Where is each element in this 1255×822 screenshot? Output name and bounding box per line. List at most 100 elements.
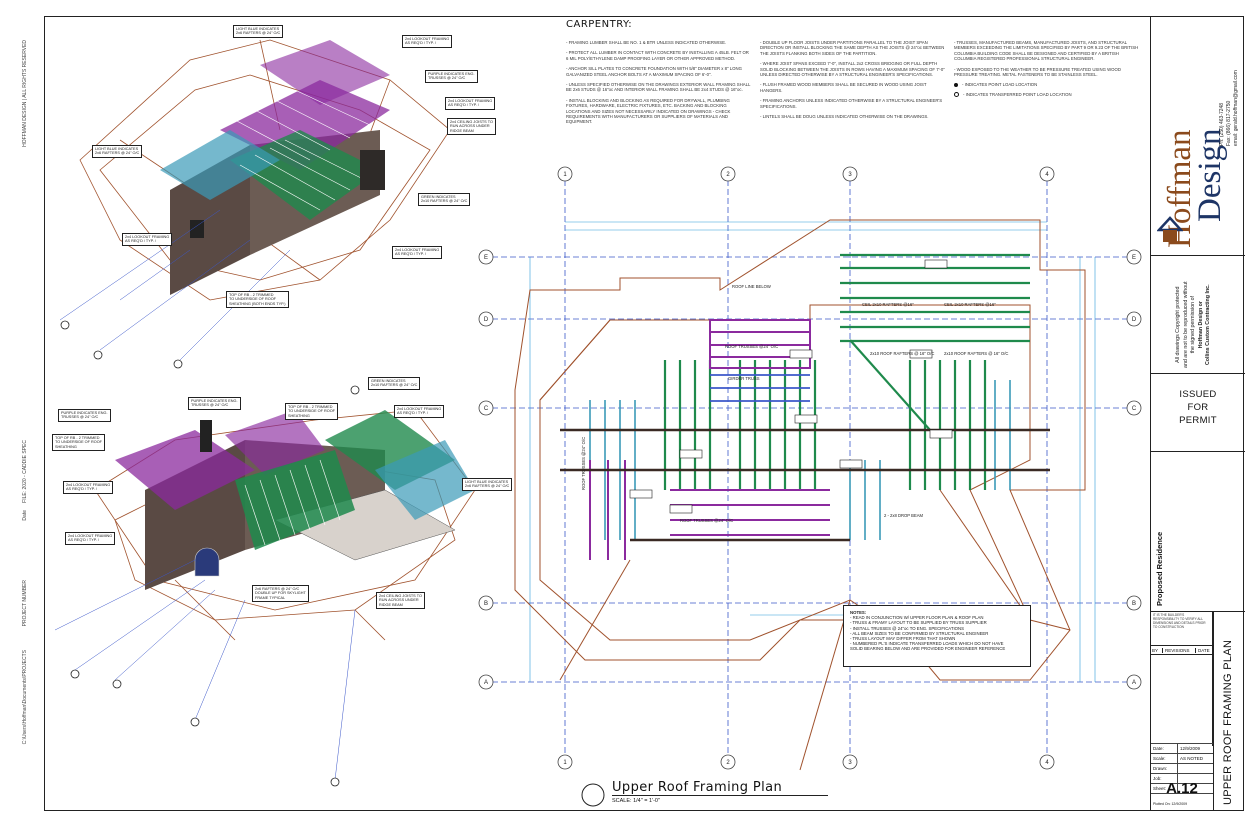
note: - READ IN CONJUNCTION W/ UPPER FLOOR PLA… <box>850 615 984 621</box>
note: - TRUSS LAYOUT MAY DIFFER FROM THAT SHOW… <box>850 636 956 642</box>
contact-line: Ph: (250) 463-7248 <box>1219 102 1225 146</box>
carpentry-notes: CARPENTRY: - FRAMING LUMBER SHALL BE NO.… <box>562 19 1147 162</box>
field-key: Sheet: <box>1151 784 1178 793</box>
issued-line: ISSUED <box>1179 389 1217 400</box>
sheet-border <box>44 16 1244 811</box>
plan-label: 2x10 ROOF RAFTERS @ 16" O/C <box>944 351 1008 356</box>
note: - INSTALL TRUSSES @ 24"oc TO ENG. SPECIF… <box>850 625 964 631</box>
note: - FRAMING LUMBER SHALL BE NO. 1 & BTR UN… <box>566 40 727 45</box>
contact-info: Ph: (250) 463-7248 Fax: (866) 817-2750 e… <box>1219 70 1240 146</box>
title-block: Hoffman Design Ph: (250) 463-7248 Fax: (… <box>1150 16 1245 811</box>
field-key: Job: <box>1151 774 1178 783</box>
iso-bottom-callout-6: TOP OF RB - 2 TRIMMED TO UNDERSIDE OF RO… <box>52 434 105 452</box>
iso-top-callout-2: 2x4 LOOKOUT FRAMING AS REQ'D / TYP. / <box>402 35 453 48</box>
margin-note-path: C:\Users\Hoffman\Documents\PROJECTS <box>22 650 28 745</box>
iso-bottom-callout-4: 2x4 LOOKOUT FRAMING AS REQ'D / TYP. / <box>394 405 445 418</box>
iso-bottom-callout-5: PURPLE INDICATES ENG. TRUSSES @ 24" O/C <box>58 409 111 422</box>
sheet-title-area: UPPER ROOF FRAMING PLAN <box>1213 612 1245 811</box>
grid-col-label: 4 <box>1045 760 1049 766</box>
disclaimer: IT IS THE BUILDER'S RESPONSIBILITY TO VE… <box>1151 612 1213 646</box>
note: - WHERE JOIST SPANS EXCEED 7'-0", INSTAL… <box>760 61 945 78</box>
field-value: 12/9/2009 <box>1180 746 1201 751</box>
carpentry-col-3: - TRUSSES, MANUFACTURED BEAMS, MANUFACTU… <box>954 40 1139 101</box>
field-key: Drawn: <box>1151 764 1178 773</box>
plan-notes: NOTES: - READ IN CONJUNCTION W/ UPPER FL… <box>843 605 1031 667</box>
plotted-on: Plotted On: 12/9/2009 <box>1153 802 1188 806</box>
field-value: AS NOTED <box>1180 756 1204 761</box>
carpentry-col-1: - FRAMING LUMBER SHALL BE NO. 1 & BTR UN… <box>566 40 751 130</box>
framing-plan: 1 2 3 4 1 2 3 4 E D C B A E D C B A <box>478 166 1142 771</box>
grid-row-label: B <box>1132 601 1136 607</box>
contact-line: Fax: (866) 817-2750 <box>1226 100 1232 146</box>
grid-row-label: D <box>484 317 489 323</box>
project-name: Proposed Residence <box>1155 531 1164 606</box>
legend-label: - INDICATES TRANSFERRED POINT LOAD LOCAT… <box>963 91 1072 97</box>
field-key: Scale: <box>1151 754 1178 763</box>
plan-scale: SCALE: 1/4" = 1'-0" <box>612 798 660 804</box>
grid-row-label: A <box>1132 680 1136 686</box>
note: SOLID BEARING BELOW AND ARE PROVIDED FOR… <box>850 646 1006 652</box>
copyright-line: Hoffman Design or <box>1197 301 1204 349</box>
plan-label: GIRDER TRUSS <box>728 376 760 381</box>
copyright-line: and are not to be reproduced without <box>1182 281 1189 368</box>
iso-top-callout-4: 2x4 LOOKOUT FRAMING AS REQ'D / TYP. / <box>445 97 496 110</box>
project-area: Proposed Residence <box>1151 452 1245 612</box>
iso-top-callout-6: LIGHT BLUE INDICATES 2x6 RAFTERS @ 24" O… <box>92 145 143 158</box>
plan-label: ROOF TRUSSES @24" O/C <box>680 518 733 523</box>
drawing-title: Upper Roof Framing Plan SCALE: 1/4" = 1'… <box>578 780 838 810</box>
copyright-line: Collins Custom Contracting Inc. <box>1205 284 1211 366</box>
transferred-load-icon <box>954 92 959 98</box>
legend-transferred-load: - INDICATES TRANSFERRED POINT LOAD LOCAT… <box>954 91 1139 98</box>
margin-note-date: Date <box>22 510 28 521</box>
plan-label: 2 - 2x8 DROP BEAM <box>884 513 924 518</box>
copyright-area: All drawings Copyright protected and are… <box>1151 256 1245 374</box>
grid-row-label: E <box>1132 255 1136 261</box>
margin-note-project: PROJECT NUMBER <box>22 580 28 627</box>
note: - PROTECT ALL LUMBER IN CONTACT WITH CON… <box>566 50 749 61</box>
rev-col-revisions: REVISIONS <box>1163 647 1196 653</box>
title-bubble-icon <box>581 783 605 807</box>
margin-note-top: HOFFMAN DESIGN | ALL RIGHTS RESERVED <box>22 40 28 147</box>
iso-bottom-callout-11: 2x4 CEILING JOISTS TO RUN ACROSS UNDER R… <box>376 592 425 610</box>
iso-bottom-callout-1: GREEN INDICATES 2x10 RAFTERS @ 24" O/C <box>368 377 421 390</box>
plan-label: CEIL 2x10 RAFTERS @16" <box>944 302 996 307</box>
note: - DOUBLE UP FLOOR JOISTS UNDER PARTITION… <box>760 40 945 56</box>
rev-col-date: DATE <box>1198 647 1210 653</box>
legend-label: - INDICATES POINT LOAD LOCATION <box>962 82 1038 88</box>
note: - INSTALL BLOCKING AND BLOCKING AS REQUI… <box>566 97 731 125</box>
iso-bottom-callout-7: LIGHT BLUE INDICATES 2x6 RAFTERS @ 24" O… <box>462 478 513 491</box>
brand-area: Hoffman Design Ph: (250) 463-7248 Fax: (… <box>1151 16 1245 256</box>
point-load-icon <box>954 83 958 88</box>
sheet-number-area: A.12 Plotted On: 12/9/2009 <box>1151 780 1213 808</box>
grid-row-label: E <box>484 255 488 261</box>
legend-point-load: - INDICATES POINT LOAD LOCATION <box>954 82 1139 87</box>
note: - ALL BEAM SIZES TO BE CONFIRMED BY STRU… <box>850 630 989 636</box>
issued-for-permit: ISSUED FOR PERMIT <box>1151 374 1245 452</box>
iso-bottom-callout-3: TOP OF RB - 2 TRIMMED TO UNDERSIDE OF RO… <box>285 403 338 421</box>
plan-label: ROOF TRUSSES @24" O/C <box>581 437 586 490</box>
note: - ANCHOR SILL PLATES TO CONCRETE FOUNDAT… <box>566 66 742 77</box>
plan-label: CEIL 2x10 RAFTERS @16" <box>862 302 914 307</box>
note: - TRUSSES, MANUFACTURED BEAMS, MANUFACTU… <box>954 40 1139 62</box>
grid-row-label: C <box>1132 406 1137 412</box>
iso-top-callout-3: PURPLE INDICATES ENG. TRUSSES @ 24" O/C <box>425 70 478 83</box>
carpentry-col-2: - DOUBLE UP FLOOR JOISTS UNDER PARTITION… <box>760 40 945 124</box>
sheet-title: UPPER ROOF FRAMING PLAN <box>1222 639 1234 805</box>
copyright-line: the signed permission of <box>1190 296 1196 354</box>
iso-bottom-callout-2: PURPLE INDICATES ENG. TRUSSES @ 24" O/C <box>188 397 241 410</box>
iso-view-bottom <box>55 385 476 787</box>
margin-note-mid: FILE: 2020 - CADDIE SPEC <box>22 440 28 503</box>
grid-col-label: 2 <box>726 760 730 766</box>
grid-col-label: 2 <box>726 172 730 178</box>
iso-top-callout-5: 2x4 CEILING JOISTS TO RUN ACROSS UNDER R… <box>447 118 496 136</box>
grid-col-label: 1 <box>563 172 567 178</box>
sheet-number: A.12 <box>1166 780 1198 797</box>
issued-line: PERMIT <box>1179 415 1217 426</box>
grid-col-label: 3 <box>848 760 852 766</box>
note: - FLUSH FRAMED WOOD MEMBERS SHALL BE SEC… <box>760 82 927 93</box>
copyright-text: All drawings Copyright protected and are… <box>1175 281 1213 368</box>
iso-top-callout-10: TOP OF RB - 2 TRIMMED TO UNDERSIDE OF RO… <box>226 291 289 309</box>
note: - UNLESS SPECIFIED OTHERWISE ON THE DRAW… <box>566 82 751 93</box>
iso-bottom-callout-10: 2x6 RAFTERS @ 24" O/C DOUBLE UP FOR SKYL… <box>252 585 309 603</box>
